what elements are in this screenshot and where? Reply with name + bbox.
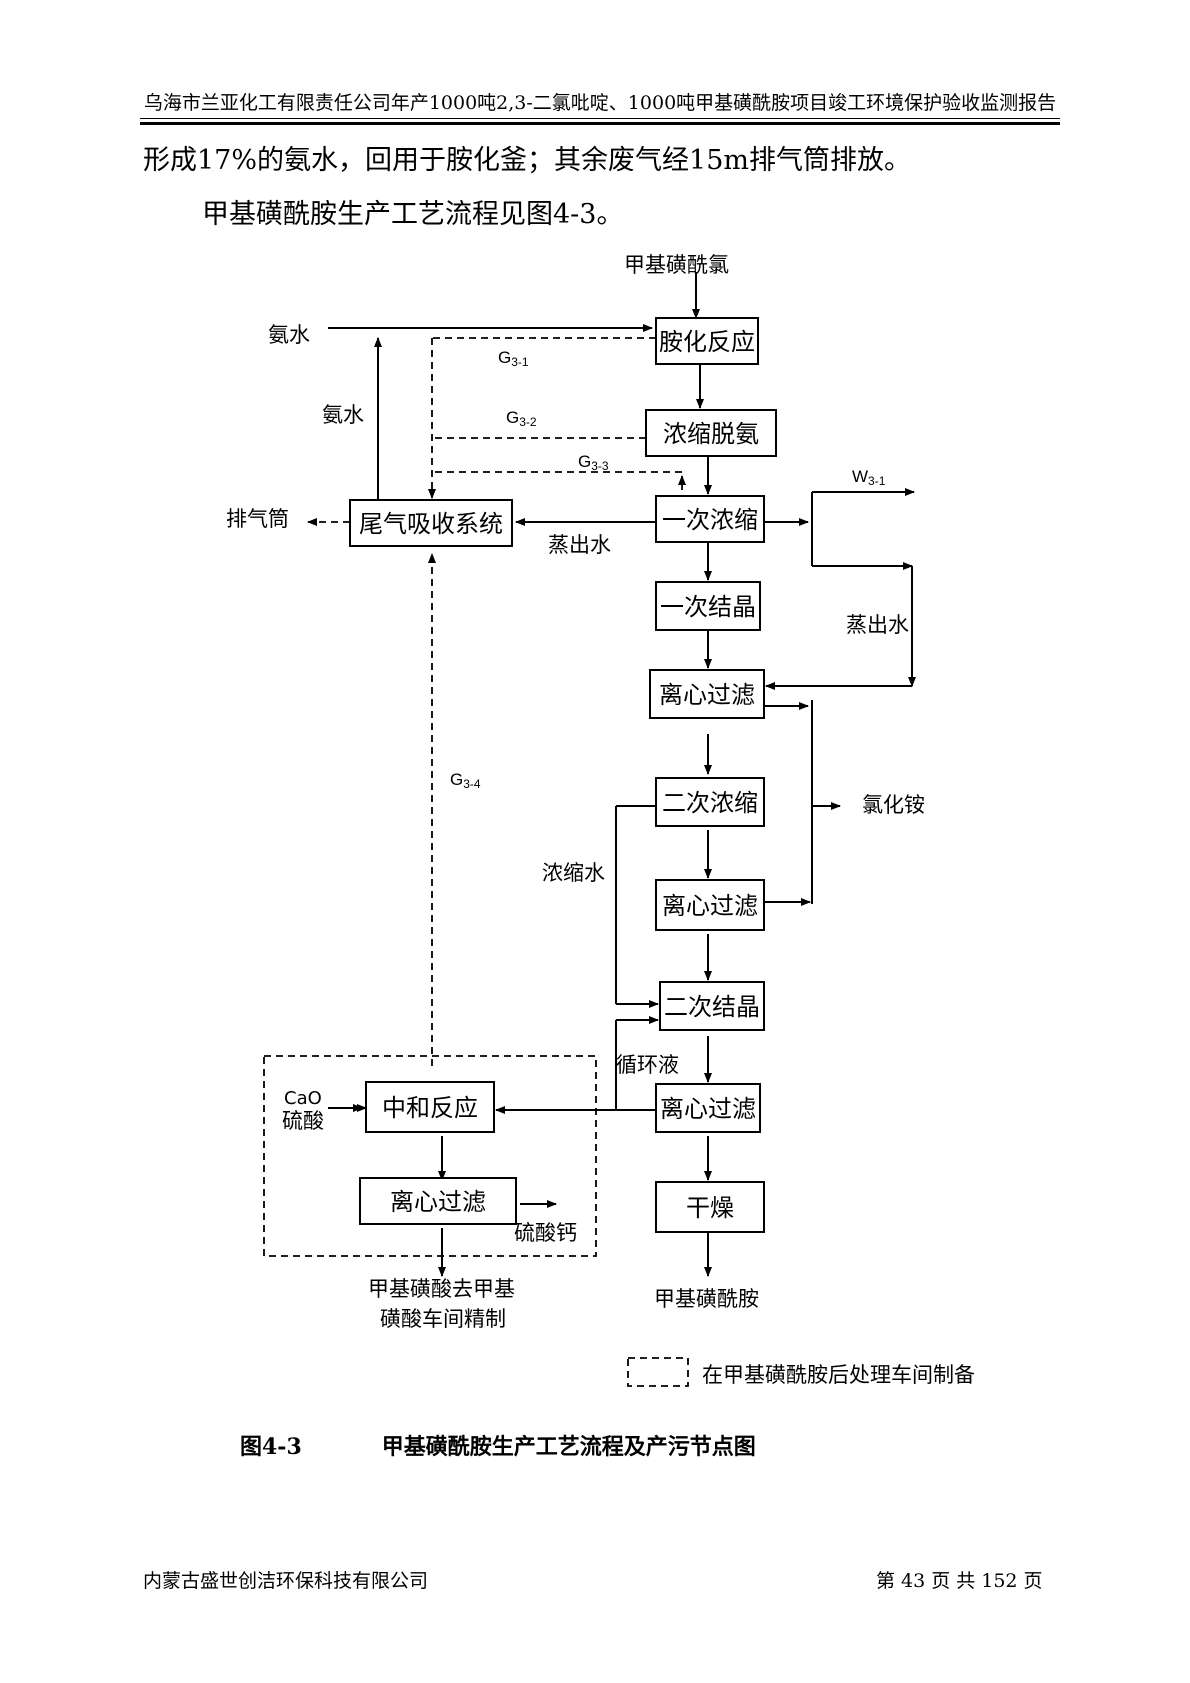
header-rule-thin [140,118,1060,119]
caption-number: 图4-3 [240,1434,302,1460]
label-ammonium-chloride: 氯化铵 [862,793,925,817]
node-conc-deammonia: 浓缩脱氨 [663,420,759,448]
page-prefix: 第 [876,1570,896,1592]
label-msa-out-1: 甲基磺酸去甲基 [368,1277,515,1301]
label-distilled-water-2: 蒸出水 [846,613,909,637]
label-ammonia-water-return: 氨水 [322,403,364,427]
page-total: 152 [981,1570,1018,1592]
node-drying: 干燥 [686,1194,734,1222]
legend-text: 在甲基磺酰胺后处理车间制备 [702,1363,975,1387]
emission-g32: G3-2 [506,408,537,429]
process-flow-diagram: 胺化反应 浓缩脱氨 一次浓缩 一次结晶 离心过滤 二次浓缩 离心过滤 二次结晶 … [226,253,975,1387]
page-suffix: 页 [1023,1570,1043,1592]
emission-g34: G3-4 [450,770,481,791]
node-centrifuge-2: 离心过滤 [662,892,758,920]
label-calcium-sulfate: 硫酸钙 [514,1221,577,1245]
paragraph-1: 形成17%的氨水，回用于胺化釜；其余废气经15m排气筒排放。 [143,145,911,176]
node-centrifuge-4: 离心过滤 [390,1188,486,1216]
node-centrifuge-3: 离心过滤 [660,1095,756,1123]
figure-caption: 图4-3 甲基磺酰胺生产工艺流程及产污节点图 [240,1429,756,1461]
footer-company: 内蒙古盛世创洁环保科技有限公司 [143,1570,429,1592]
label-conc-water: 浓缩水 [542,861,605,885]
node-tail-gas: 尾气吸收系统 [359,510,503,538]
page-current: 43 [901,1570,926,1592]
paragraph-2: 甲基磺酰胺生产工艺流程见图4-3。 [202,199,624,230]
node-second-cryst: 二次结晶 [664,993,760,1021]
header-rule-thick [140,122,1060,125]
emission-w31: W3-1 [852,467,886,488]
node-first-cryst: 一次结晶 [660,593,756,621]
label-distilled-water-1: 蒸出水 [548,533,611,557]
emission-g33: G3-3 [578,452,609,473]
node-second-conc: 二次浓缩 [662,789,758,817]
node-amination: 胺化反应 [659,328,755,356]
label-circulating-liquid: 循环液 [616,1053,679,1077]
label-sulfuric-acid: 硫酸 [282,1109,324,1133]
emission-g31: G3-1 [498,348,529,369]
page-header: 乌海市兰亚化工有限责任公司年产1000吨2,3-二氯吡啶、1000吨甲基磺酰胺项… [143,92,1057,114]
label-ammonia-water-in: 氨水 [268,323,310,347]
label-msa-out-2: 磺酸车间精制 [380,1307,506,1331]
label-stack: 排气筒 [226,507,289,531]
node-centrifuge-1: 离心过滤 [659,681,755,709]
label-input-msc: 甲基磺酰氯 [624,253,729,277]
caption-title: 甲基磺酰胺生产工艺流程及产污节点图 [381,1434,756,1460]
node-neutralization: 中和反应 [382,1094,478,1122]
node-first-conc: 一次浓缩 [662,506,758,534]
label-cao: CaO [284,1088,322,1109]
label-product: 甲基磺酰胺 [654,1287,759,1311]
page-mid: 页 共 [931,1570,976,1592]
